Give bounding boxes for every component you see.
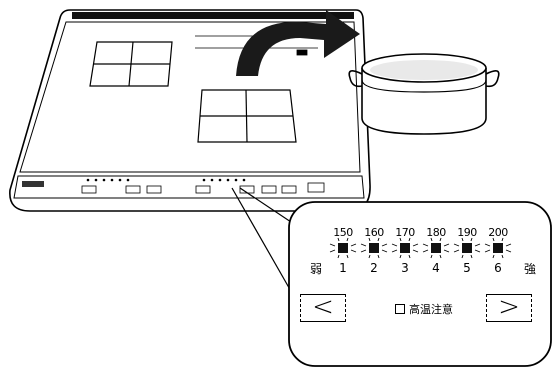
led-ray	[391, 243, 398, 247]
led-ray	[484, 249, 491, 253]
led-ray	[412, 243, 419, 247]
level-led-5	[462, 243, 472, 253]
level-led-3	[400, 243, 410, 253]
level-temp-5: 190	[457, 226, 477, 239]
led-ray	[430, 237, 433, 242]
left-cooking-zone	[89, 41, 173, 87]
led-rays	[329, 237, 512, 259]
level-number-3: 3	[401, 261, 409, 275]
level-temp-4: 180	[426, 226, 446, 239]
led-ray	[501, 254, 504, 259]
increase-button[interactable]: >	[486, 292, 532, 322]
level-temp-2: 160	[364, 226, 384, 239]
led-ray	[368, 237, 371, 242]
zoom-panel	[288, 201, 552, 367]
level-number-5: 5	[463, 261, 471, 275]
led-ray	[346, 237, 349, 242]
led-ray	[422, 243, 429, 247]
level-led-4	[431, 243, 441, 253]
led-ray	[381, 243, 388, 247]
led-ray	[412, 249, 419, 253]
led-ray	[350, 243, 357, 247]
led-ray	[337, 237, 340, 242]
led-ray	[474, 243, 481, 247]
strong-label: 強	[524, 262, 537, 276]
led-ray	[360, 249, 367, 253]
led-ray	[439, 254, 442, 259]
led-ray	[430, 254, 433, 259]
level-number-2: 2	[370, 261, 378, 275]
led-ray	[368, 254, 371, 259]
led-ray	[453, 243, 460, 247]
warning-square-icon	[395, 304, 405, 314]
chevron-left-icon: <	[312, 292, 334, 322]
led-ray	[377, 254, 380, 259]
control-strip-marks	[22, 178, 325, 194]
led-ray	[422, 249, 429, 253]
led-ray	[329, 249, 336, 253]
led-ray	[461, 237, 464, 242]
hot-warning-label: 高温注意	[409, 303, 453, 316]
led-ray	[346, 254, 349, 259]
led-ray	[484, 243, 491, 247]
level-temp-6: 200	[488, 226, 508, 239]
led-ray	[381, 249, 388, 253]
led-ray	[470, 254, 473, 259]
led-ray	[505, 243, 512, 247]
led-ray	[329, 243, 336, 247]
center-cooking-zone	[197, 89, 297, 143]
led-ray	[350, 249, 357, 253]
led-ray	[408, 237, 411, 242]
led-ray	[399, 237, 402, 242]
led-ray	[492, 237, 495, 242]
weak-label: 弱	[310, 262, 323, 276]
level-led-6	[493, 243, 503, 253]
level-led-2	[369, 243, 379, 253]
led-ray	[453, 249, 460, 253]
led-ray	[505, 249, 512, 253]
curved-arrow-icon	[236, 10, 360, 76]
level-number-6: 6	[494, 261, 502, 275]
level-number-4: 4	[432, 261, 440, 275]
led-ray	[474, 249, 481, 253]
level-temp-3: 170	[395, 226, 415, 239]
chevron-right-icon: >	[498, 292, 520, 322]
led-ray	[443, 249, 450, 253]
led-ray	[439, 237, 442, 242]
level-led-1	[338, 243, 348, 253]
led-ray	[470, 237, 473, 242]
led-ray	[501, 237, 504, 242]
led-ray	[337, 254, 340, 259]
led-ray	[399, 254, 402, 259]
level-number-1: 1	[339, 261, 347, 275]
level-temp-1: 150	[333, 226, 353, 239]
pot-icon	[348, 53, 500, 135]
led-ray	[377, 237, 380, 242]
hot-warning-indicator: 高温注意	[395, 301, 453, 317]
led-ray	[408, 254, 411, 259]
led-ray	[492, 254, 495, 259]
led-ray	[360, 243, 367, 247]
led-ray	[443, 243, 450, 247]
led-ray	[461, 254, 464, 259]
led-ray	[391, 249, 398, 253]
decrease-button[interactable]: <	[300, 292, 346, 322]
